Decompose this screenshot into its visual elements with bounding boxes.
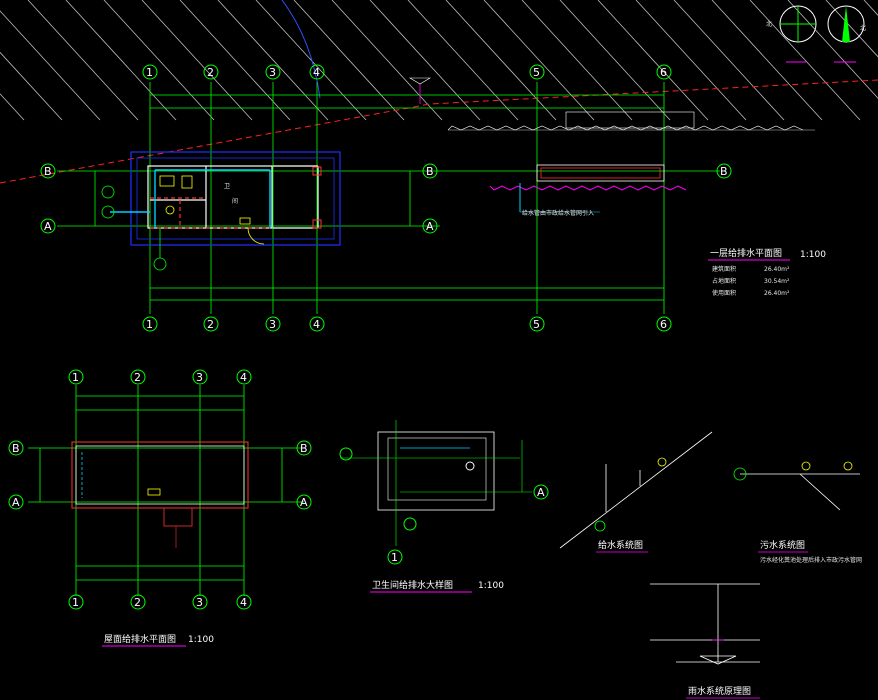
toilet-title: 卫生间给排水大样图 <box>372 579 453 591</box>
roof-axis-2-bottom: 2 <box>134 596 141 609</box>
area-value-2: 30.54m² <box>764 278 790 285</box>
axis-label-3-bottom: 3 <box>269 318 276 331</box>
room-label: 卫 <box>224 183 230 190</box>
area-label-3: 使用面积 <box>712 289 736 297</box>
axis-label-3-top: 3 <box>269 66 276 79</box>
rain-system: 雨水系统原理图 <box>650 583 760 699</box>
plan1-scale: 1:100 <box>800 250 826 260</box>
north-label-2: 北 <box>860 24 866 32</box>
supply-pipes <box>110 169 271 228</box>
axis-label-6-top: 6 <box>660 66 667 79</box>
building-outline <box>130 151 341 246</box>
axis-bubbles-bottom: 1 2 3 4 5 6 <box>142 316 672 332</box>
supply-title: 给水系统图 <box>598 539 643 551</box>
area-value-3: 26.40m² <box>764 290 790 297</box>
door-arc <box>247 227 265 245</box>
axis-label-2-top: 2 <box>207 66 214 79</box>
axis-label-1-top: 1 <box>146 66 153 79</box>
roof-drain <box>147 488 161 496</box>
slope-hatch <box>0 0 878 121</box>
roof-title-block: 屋面给排水平面图 1:100 <box>102 633 214 647</box>
axis-label-1-bottom: 1 <box>146 318 153 331</box>
entry-symbols <box>101 185 167 271</box>
area-label-1: 建筑面积 <box>712 265 736 273</box>
north-arrow-1: 北 <box>766 5 817 63</box>
axis-label-B-left: B <box>44 165 52 178</box>
north-label-1: 北 <box>766 20 772 28</box>
axis-label-A-left: A <box>44 220 52 233</box>
roof-title: 屋面给排水平面图 <box>104 633 176 645</box>
fixtures <box>159 175 251 225</box>
roof-axis-B-right: B <box>300 442 308 455</box>
room-label-2: 间 <box>232 197 238 205</box>
axis-label-2-bottom: 2 <box>207 318 214 331</box>
drain-system: 污水系统图 污水经化粪池处理后排入市政污水管网 <box>733 461 862 564</box>
roof-axis-A-left: A <box>12 496 20 509</box>
drain-title: 污水系统图 <box>760 539 805 551</box>
drain-pipes <box>150 197 270 229</box>
roof-axis-4-top: 4 <box>240 371 247 384</box>
roof-axis-1-bottom: 1 <box>72 596 79 609</box>
toilet-axis-1: 1 <box>391 551 398 564</box>
roof-axis-2-top: 2 <box>134 371 141 384</box>
pipe-note: 给水管由市政给水管网引入 <box>522 209 594 217</box>
rain-title: 雨水系统原理图 <box>688 685 751 697</box>
site-boundary-curve <box>281 0 321 99</box>
main-plan-gridlines <box>57 82 720 314</box>
roof-hatch <box>163 507 193 527</box>
axis-bubbles-rows: B A B A B <box>40 163 732 234</box>
axis-label-A-mid: A <box>426 220 434 233</box>
area-label-2: 占地面积 <box>712 277 736 285</box>
axis-label-4-bottom: 4 <box>313 318 320 331</box>
axis-label-4-top: 4 <box>313 66 320 79</box>
plan1-title: 一层给排水平面图 <box>710 247 782 259</box>
toilet-detail: 1 A 卫生间给排水大样图 1:100 <box>339 420 549 593</box>
north-arrow-2: 北 <box>827 5 866 63</box>
axis-label-B-mid: B <box>426 165 434 178</box>
toilet-scale: 1:100 <box>478 581 504 591</box>
roof-plan-gridlines <box>28 385 304 596</box>
roof-axis-4-bottom: 4 <box>240 596 247 609</box>
walls <box>147 165 319 229</box>
area-value-1: 26.40m² <box>764 266 790 273</box>
roof-axis-1-top: 1 <box>72 371 79 384</box>
roof-axis-3-bottom: 3 <box>196 596 203 609</box>
slope-line <box>0 79 878 184</box>
roof-axis-B-left: B <box>12 442 20 455</box>
axis-bubbles-top: 1 2 3 4 5 6 <box>142 64 672 80</box>
axis-label-5-top: 5 <box>533 66 540 79</box>
axis-label-B-right: B <box>720 165 728 178</box>
roof-inner <box>75 445 245 505</box>
roof-axis-3-top: 3 <box>196 371 203 384</box>
axis-label-6-bottom: 6 <box>660 318 667 331</box>
roof-scale: 1:100 <box>188 635 214 645</box>
axis-label-5-bottom: 5 <box>533 318 540 331</box>
drain-note: 污水经化粪池处理后排入市政污水管网 <box>760 556 862 564</box>
plan1-title-block: 一层给排水平面图 1:100 建筑面积 26.40m² 占地面积 30.54m²… <box>708 247 826 297</box>
building-inner-outline <box>136 157 335 240</box>
roof-axis-bubbles: 1 2 3 4 1 2 3 4 B A B A <box>8 369 312 610</box>
toilet-axis-A: A <box>537 486 545 499</box>
roof-outline <box>71 441 249 509</box>
columns <box>312 166 322 229</box>
right-strip: 给水管由市政给水管网引入 <box>408 77 815 217</box>
supply-system: 给水系统图 <box>559 431 713 553</box>
roof-axis-A-right: A <box>300 496 308 509</box>
